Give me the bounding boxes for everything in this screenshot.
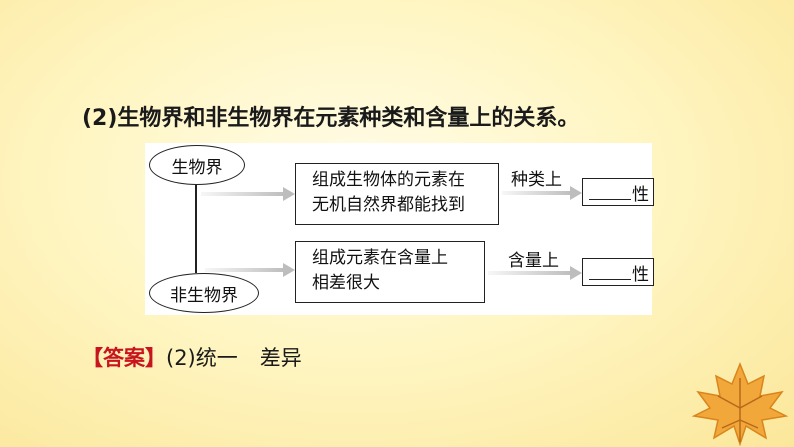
answer-tag: 【答案】 <box>82 346 166 370</box>
result-suffix-top: 性 <box>632 184 649 205</box>
answer-part: (2) <box>166 346 196 370</box>
answer-first: 统一 <box>195 346 238 370</box>
relationship-diagram: 生物界 非生物界 组成生物体的元素在 无机自然界都能找到 组成元素在含量上 相差… <box>145 143 654 315</box>
blank-line <box>589 265 631 280</box>
result-box-top: 性 <box>582 178 654 206</box>
answer-second: 差异 <box>259 346 302 370</box>
node-living-world: 生物界 <box>149 145 245 185</box>
box-element-content: 组成元素在含量上 相差很大 <box>295 241 485 303</box>
label-content: 含量上 <box>508 251 559 271</box>
connector-line <box>195 185 197 273</box>
blank-line <box>589 185 631 200</box>
arrow-to-top-box <box>201 187 295 201</box>
answer-line: 【答案】(2)统一差异 <box>82 342 302 372</box>
box-element-types: 组成生物体的元素在 无机自然界都能找到 <box>295 163 499 225</box>
arrow-to-bottom-box <box>205 263 295 277</box>
result-suffix-bottom: 性 <box>632 264 649 285</box>
arrow-to-top-result <box>502 186 582 200</box>
node-nonliving-world: 非生物界 <box>149 273 259 313</box>
box-bottom-line-1: 组成元素在含量上 <box>312 248 448 268</box>
box-bottom-line-2: 相差很大 <box>312 273 380 293</box>
question-text: (2)生物界和非生物界在元素种类和含量上的关系。 <box>82 106 580 131</box>
result-box-bottom: 性 <box>582 258 654 286</box>
box-top-line-2: 无机自然界都能找到 <box>312 195 465 215</box>
box-top-line-1: 组成生物体的元素在 <box>312 170 465 190</box>
arrow-to-bottom-result <box>488 266 582 280</box>
label-types: 种类上 <box>511 170 562 190</box>
maple-leaf-icon <box>691 361 789 446</box>
